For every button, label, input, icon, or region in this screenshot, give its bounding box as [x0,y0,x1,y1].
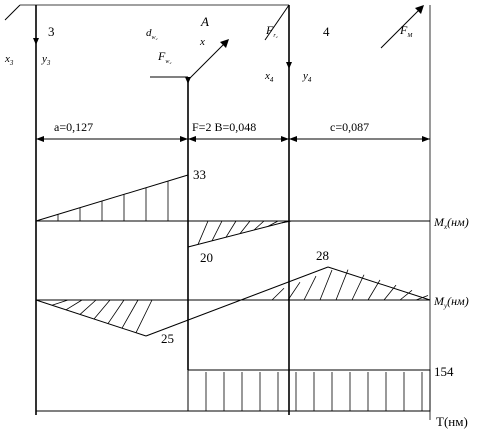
F-force-label: Fw₂ [157,49,171,65]
x-axis-label: x [199,36,205,48]
my-hatch-line [303,275,317,301]
mx-diagram: 33 20 Mx(нм) [35,167,469,265]
my-hatch-line [335,269,349,301]
mx-hatch-right [197,220,293,245]
F-M-label: FM [399,23,413,39]
x3-arrow [4,4,21,21]
my-hatch-line [271,287,285,301]
mx-hatch-right-line [267,220,279,227]
t-torque-block [187,369,431,412]
mx-hatch-right-line [239,220,251,234]
t-hatch [205,372,423,411]
dim-arrow-a-right [180,136,188,142]
span-a-label: a=0,127 [54,120,93,134]
my-middle-slope [145,266,329,337]
mx-hatch-right-line [253,220,265,231]
y3-arrowhead [33,38,39,45]
my-hatch-line [415,295,429,301]
mx-hatch-right-line [197,220,209,245]
my-right-slope [327,266,431,301]
t-axis-label: T(нм) [436,414,468,429]
my-hatch-line [319,269,333,301]
my-hatch-line [51,299,69,306]
node-4-label: 4 [323,24,330,39]
mx-value-20: 20 [200,250,213,265]
dim-arrow-b-right [281,136,289,142]
y3-label: y3 [41,53,51,67]
mx-hatch-right-line [225,220,237,238]
F-M-arrowhead [415,5,424,14]
x3-label: x3 [4,53,14,67]
d-label: dw₂ [146,27,158,41]
my-diagram: 25 28 My(нм) [35,248,469,346]
y4-arrowhead [286,62,292,69]
my-hatch-line [79,299,97,315]
F-M-arrow [380,7,422,49]
my-axis-label: My(нм) [433,294,469,310]
span-c-label: c=0,087 [330,120,369,134]
F-top-label: Fr₂ [265,23,278,39]
dim-arrow-a-left [36,136,44,142]
my-hatch-line [107,299,125,324]
my-hatch-line [287,281,301,301]
x4-label: x4 [264,70,274,84]
my-hatch-line [121,299,139,329]
my-left-slope [35,299,147,337]
my-hatch-line [65,299,83,311]
my-hatch [51,269,429,333]
dim-arrow-b-left [188,136,196,142]
dim-arrow-c-left [289,136,297,142]
mx-left-slope [35,174,189,222]
mx-axis-label: Mx(нм) [433,215,469,231]
mx-hatch-right-line [211,220,223,242]
my-hatch-line [367,279,381,301]
my-hatch-line [351,274,365,301]
y4-label: y4 [302,70,312,84]
my-hatch-line [135,299,153,333]
my-value-28: 28 [316,248,329,263]
node-A-label: A [200,14,209,29]
t-diagram: 154 T(нм) [36,364,468,429]
mx-hatch-right-line [281,220,293,224]
my-hatch-line [399,289,413,301]
F-force-arrowhead [185,77,191,84]
mx-hatch-left [57,181,169,221]
my-hatch-line [383,284,397,301]
x-direction-arrowhead [220,39,229,48]
node-3-label: 3 [48,24,55,39]
my-value-25: 25 [161,331,174,346]
x-direction-arrow [187,41,227,81]
F-top-arrow [264,4,290,41]
dim-arrow-c-right [422,136,430,142]
mx-right-slope [187,220,290,248]
span-b-label: F=2 B=0,048 [192,120,256,134]
my-hatch-line [93,299,111,320]
mx-value-33: 33 [193,167,206,182]
t-value-154: 154 [434,364,454,379]
